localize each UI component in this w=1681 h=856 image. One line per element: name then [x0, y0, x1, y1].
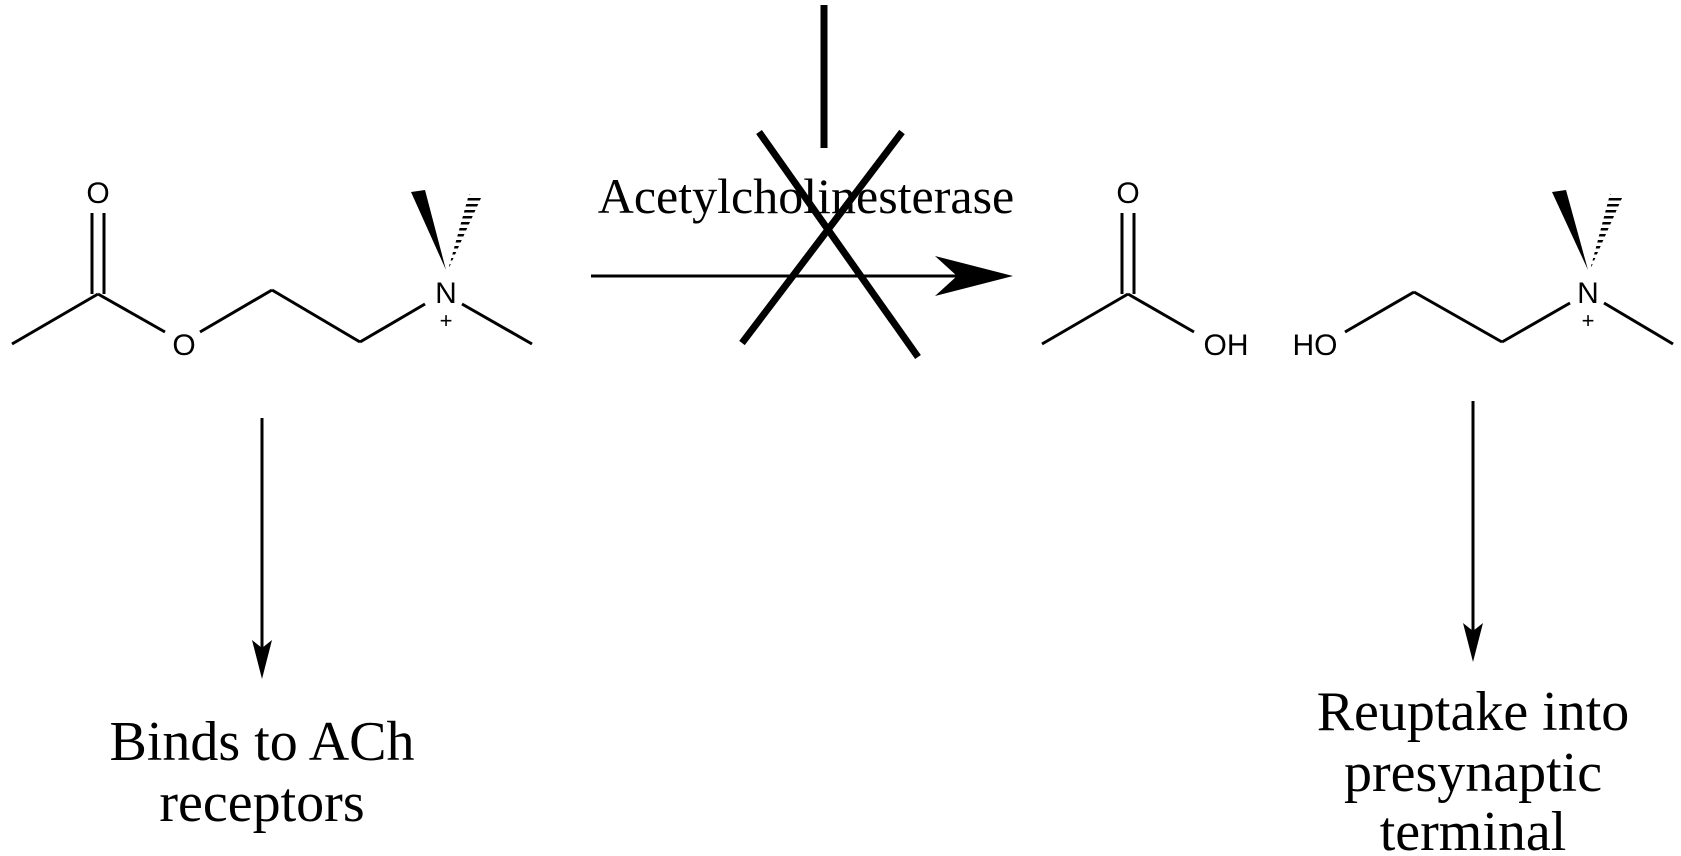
right-caption-line1: Reuptake into: [1317, 681, 1630, 743]
inhibition-cross: [739, 129, 921, 360]
hydroxyl-group: OH: [1204, 329, 1249, 362]
nitrogen-atom: N: [1577, 277, 1599, 310]
nitrogen-atom: N: [435, 277, 457, 310]
bond: [1413, 290, 1503, 344]
wedge-bond: [411, 190, 446, 270]
cross-stroke: [739, 129, 905, 346]
wedge-bond: [1552, 190, 1588, 270]
bond: [359, 302, 426, 344]
bond: [1603, 301, 1674, 346]
hashed-bond: [1590, 194, 1622, 270]
left-caption-line1: Binds to ACh: [110, 711, 415, 773]
reaction-arrow: [591, 256, 1013, 296]
right-down-arrow: [1463, 401, 1483, 662]
acetic-acid-molecule: O OH: [1041, 177, 1249, 362]
acetylcholine-molecule: O O N +: [11, 177, 533, 362]
left-caption-line2: receptors: [159, 772, 364, 834]
bond: [271, 288, 361, 344]
arrow-head: [935, 256, 1013, 296]
left-down-arrow: [252, 418, 272, 679]
right-caption-line2: presynaptic: [1344, 742, 1602, 804]
bond: [97, 292, 166, 334]
bond: [11, 292, 99, 346]
oxygen-atom: O: [86, 177, 109, 210]
hydroxyl-group: HO: [1293, 329, 1338, 362]
bond: [199, 288, 273, 334]
right-caption-line3: terminal: [1380, 801, 1567, 856]
choline-molecule: HO N +: [1293, 190, 1674, 362]
oxygen-atom: O: [172, 329, 195, 362]
bond: [1501, 301, 1571, 344]
oxygen-atom: O: [1116, 177, 1139, 210]
positive-charge: +: [1582, 308, 1595, 333]
bond: [1041, 292, 1129, 346]
cross-stroke: [756, 129, 921, 360]
bond: [461, 302, 533, 346]
bond: [1344, 290, 1415, 334]
bond: [1127, 292, 1195, 334]
arrow-head: [252, 640, 272, 679]
positive-charge: +: [440, 308, 453, 333]
arrow-head: [1463, 623, 1483, 662]
hashed-bond: [448, 194, 481, 270]
